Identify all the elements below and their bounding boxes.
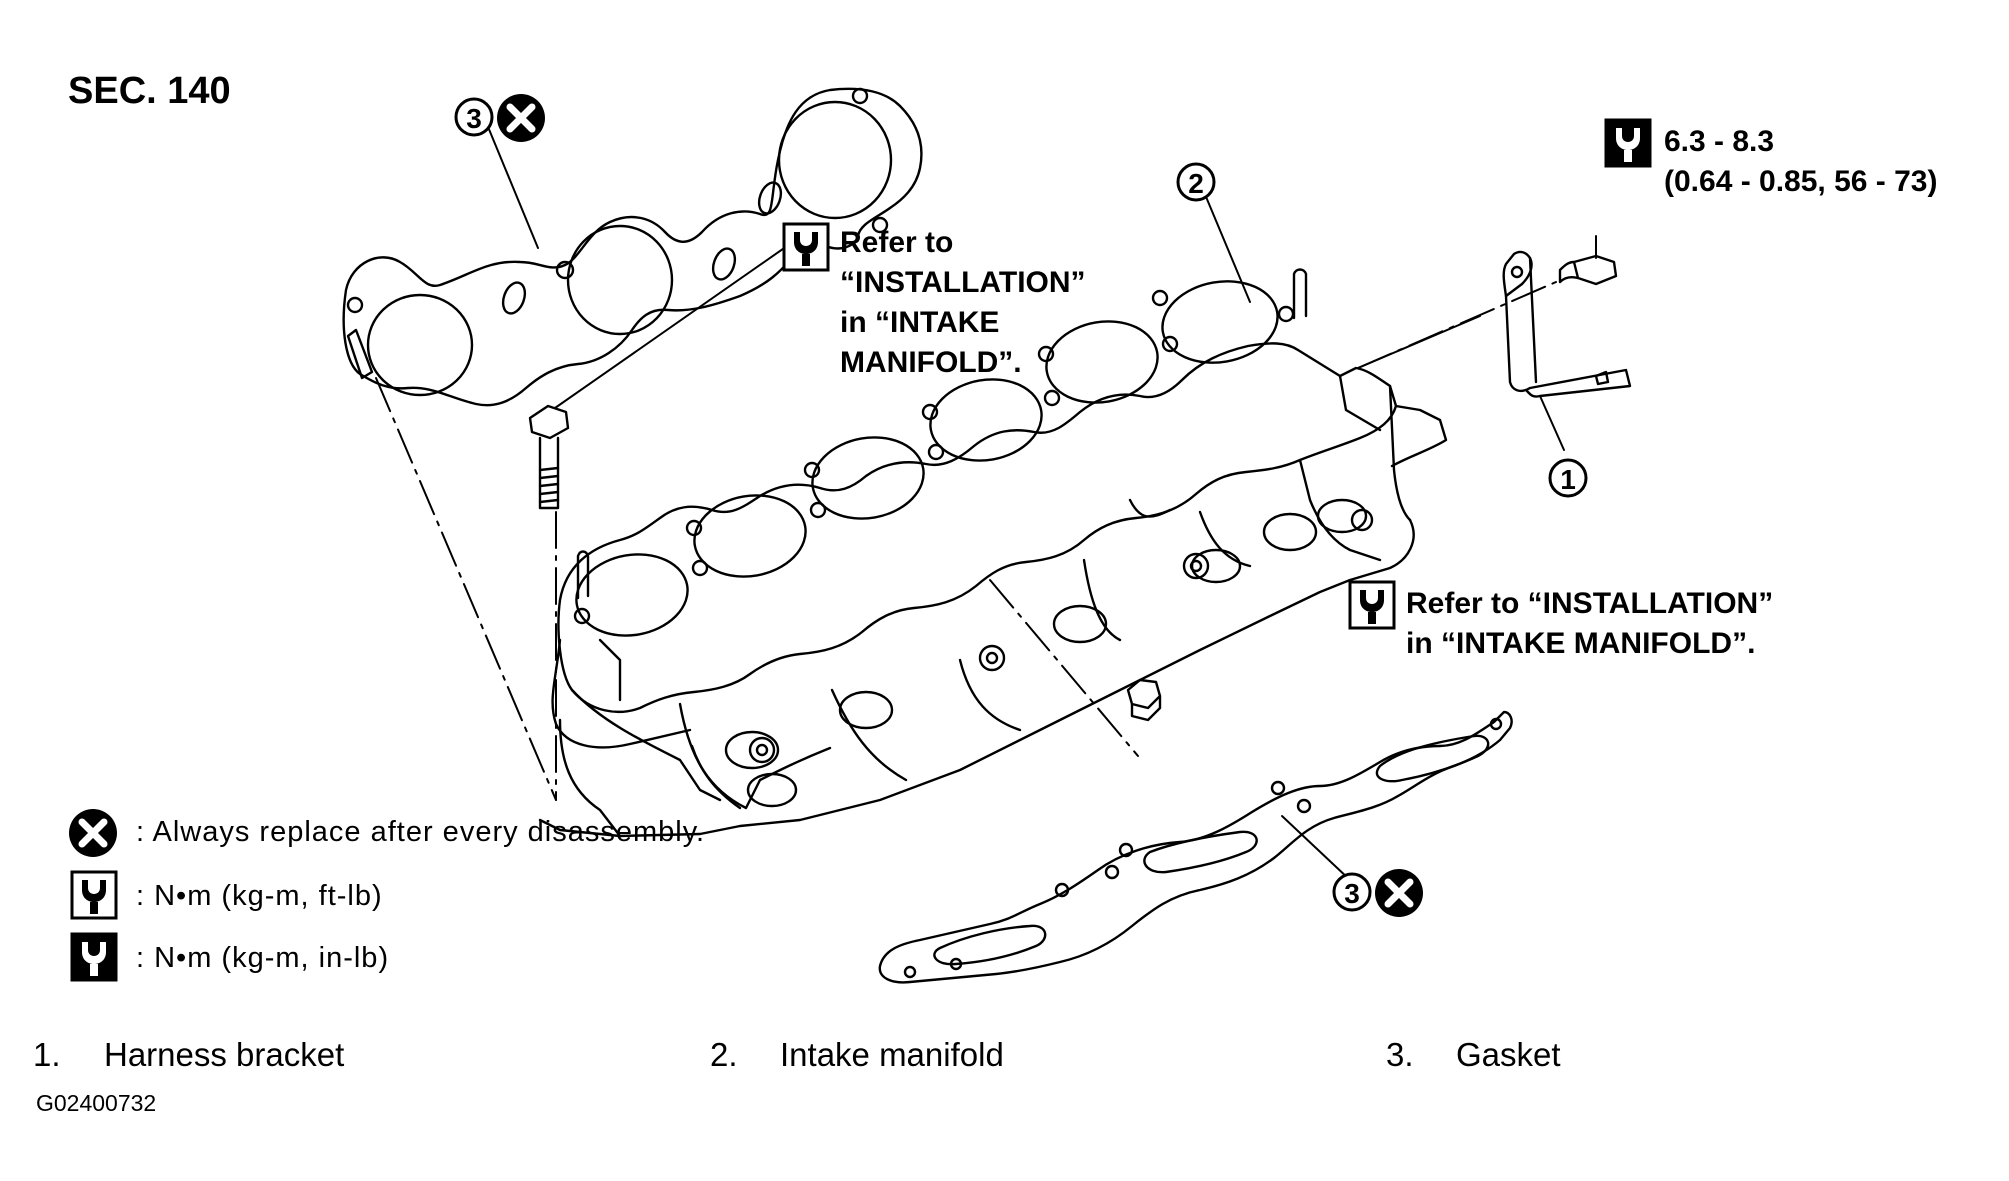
torque-wrench-filled-icon: [1604, 118, 1652, 168]
torque-wrench-filled-icon: [70, 932, 118, 982]
svg-text:3: 3: [1344, 878, 1360, 909]
torque-wrench-icon: [70, 870, 118, 920]
legend-replace-text: : Always replace after every disassembly…: [136, 816, 706, 848]
svg-text:2: 2: [1188, 168, 1204, 199]
manifold-nut: [1126, 678, 1162, 722]
part-marker-3-upper: 3: [454, 93, 548, 145]
torque-value: 6.3 - 8.3: [1664, 125, 1775, 158]
replace-x-icon: [1375, 869, 1423, 917]
refer-callout-lower-line-2: in “INTAKE MANIFOLD”.: [1406, 627, 1756, 660]
refer-callout-upper-line-1: Refer to: [840, 226, 954, 259]
parts-list-name-1: Harness bracket: [104, 1036, 345, 1073]
figure-code: G02400732: [36, 1090, 157, 1116]
parts-list-number-2: 2.: [710, 1036, 738, 1073]
legend-torque-ftlb-text: : N•m (kg-m, ft-lb): [136, 880, 383, 912]
lower-gasket: [878, 710, 1513, 984]
torque-wrench-icon: [782, 222, 830, 272]
parts-list-number-3: 3.: [1386, 1036, 1414, 1073]
part-marker-2: 2: [1176, 162, 1216, 202]
torque-wrench-icon: [1348, 580, 1396, 630]
section-label: SEC. 140: [68, 70, 231, 112]
harness-bracket: [1502, 250, 1632, 398]
parts-list-name-3: Gasket: [1456, 1036, 1561, 1073]
center-lines: [375, 281, 1557, 801]
replace-x-icon: [497, 94, 545, 142]
refer-callout-upper-line-3: in “INTAKE: [840, 306, 1000, 339]
svg-text:3: 3: [466, 103, 482, 134]
part-marker-3-lower: 3: [1332, 868, 1426, 920]
part-marker-1: 1: [1548, 458, 1588, 498]
svg-text:1: 1: [1560, 464, 1576, 495]
refer-callout-lower-line-1: Refer to “INSTALLATION”: [1406, 587, 1774, 620]
torque-value-converted: (0.64 - 0.85, 56 - 73): [1664, 165, 1938, 198]
upper-gasket: [342, 87, 923, 407]
refer-callout-upper-line-2: “INSTALLATION”: [840, 266, 1086, 299]
parts-list-number-1: 1.: [33, 1036, 61, 1073]
parts-list-name-2: Intake manifold: [780, 1036, 1004, 1073]
manifold-bolt: [528, 404, 570, 510]
replace-x-icon: [68, 808, 120, 860]
refer-callout-upper-line-4: MANIFOLD”.: [840, 346, 1022, 379]
leader-lines: [485, 121, 1597, 881]
legend-torque-inlb-text: : N•m (kg-m, in-lb): [136, 942, 390, 974]
